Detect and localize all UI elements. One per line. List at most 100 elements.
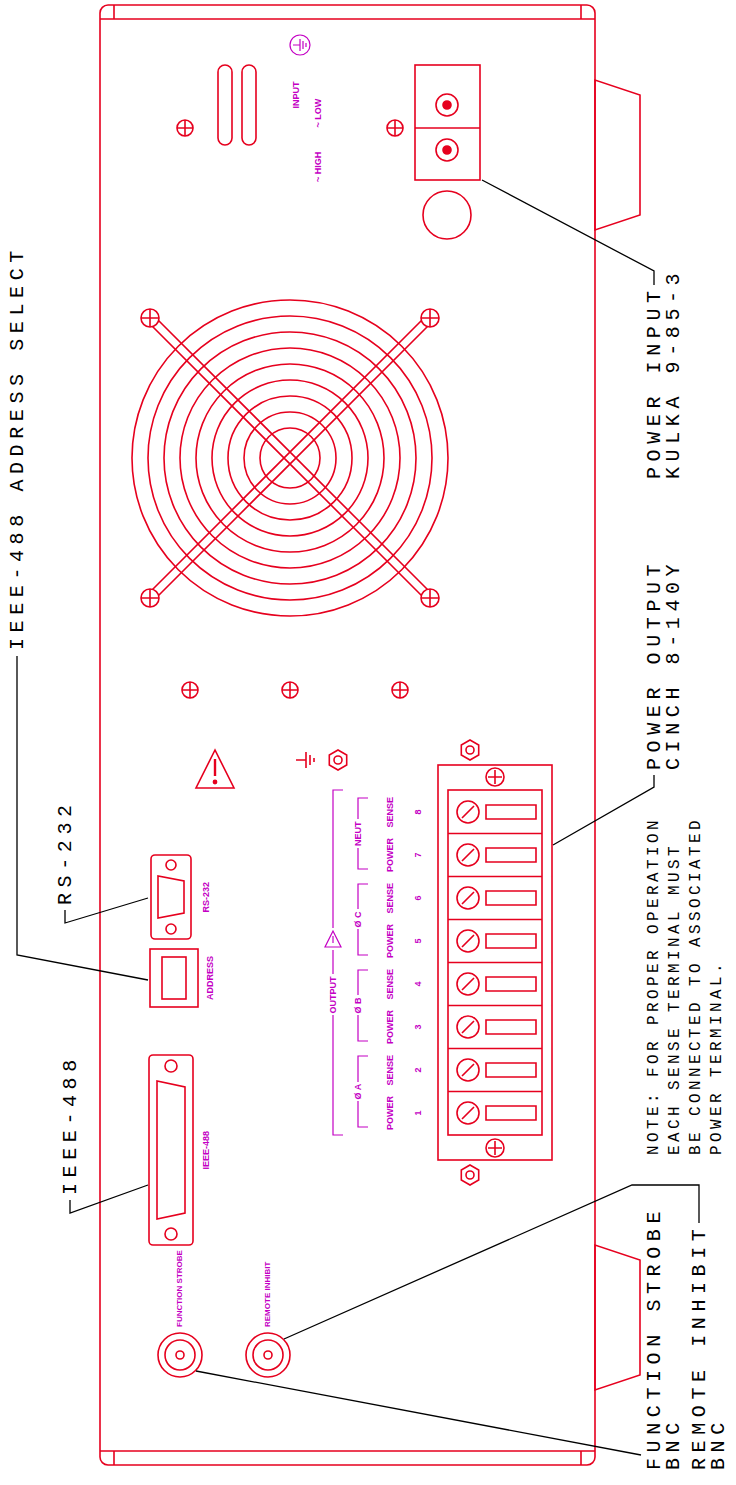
- leader-line: [284, 1185, 699, 1339]
- fan-guard: [132, 300, 448, 616]
- terminal-slot: [462, 806, 474, 1119]
- connector-screw: [165, 1228, 177, 1240]
- callout-label: IEEE-488 ADDRESS SELECT: [8, 245, 27, 650]
- terminal-label: ~ HIGH: [313, 152, 324, 182]
- ieee488-connector: [157, 1081, 185, 1219]
- fan-guard: [212, 380, 368, 536]
- fan-guard: [164, 332, 416, 584]
- terminal-strip: [448, 790, 542, 1135]
- panel-screw: [282, 682, 298, 698]
- fan-screw: [141, 309, 159, 327]
- callout-label: REMOTE INHIBIT BNC: [690, 1200, 728, 1470]
- pin-number: 4: [413, 981, 424, 986]
- connector-label: FUNCTION STROBE: [175, 1250, 185, 1327]
- terminal-label: POWER: [385, 1096, 396, 1130]
- input-terminal: [436, 94, 458, 116]
- warning-triangle: [196, 750, 234, 788]
- bnc-connector: [264, 1351, 272, 1359]
- panel-screw: [177, 120, 193, 136]
- pin-number: 3: [413, 1024, 424, 1029]
- fan-screw: [141, 589, 159, 607]
- ground-symbol: [290, 35, 310, 55]
- ground-symbol: [296, 752, 314, 768]
- ground-stud: [334, 756, 342, 764]
- phase-label: NEUT: [353, 820, 364, 849]
- panel-foot: [595, 1245, 640, 1390]
- terminal-label: SENSE: [385, 883, 396, 914]
- pin-number: 7: [413, 852, 424, 857]
- fan-screw: [421, 309, 439, 327]
- terminal-label: POWER: [385, 1010, 396, 1044]
- warning-triangle: [213, 780, 216, 783]
- vent-slot: [218, 65, 232, 145]
- symbol-patch: [323, 928, 343, 950]
- hex-nut: [461, 740, 478, 760]
- ground-symbol: [293, 39, 306, 51]
- ieee488-connector: [149, 1055, 193, 1245]
- fan-screw: [141, 309, 159, 327]
- connector-screw: [166, 860, 176, 870]
- rs232-connector: [151, 855, 191, 939]
- address-switch: [162, 957, 186, 999]
- leader-line: [70, 1185, 148, 1213]
- group-label: OUTPUT: [328, 975, 339, 1016]
- warning-triangle: [214, 759, 216, 776]
- mounting-screw: [488, 1141, 502, 1155]
- fan-screw: [421, 589, 439, 607]
- fan-guard: [228, 396, 352, 520]
- terminal-label: INPUT: [291, 82, 302, 109]
- power-input-block: [415, 127, 480, 129]
- leader-line: [553, 775, 654, 845]
- cord-grip: [423, 191, 471, 239]
- panel-foot: [595, 80, 640, 230]
- warning-triangle: [325, 931, 341, 947]
- mounting-screw: [488, 770, 502, 784]
- pin-number: 5: [413, 938, 424, 943]
- hex-nut: [466, 1171, 474, 1179]
- mounting-screw: [486, 768, 504, 786]
- panel-screw: [392, 682, 408, 698]
- input-terminal: [443, 146, 451, 154]
- panel-screw: [392, 682, 408, 698]
- callout-label: RS-232: [56, 799, 75, 905]
- panel-screw: [177, 120, 193, 136]
- vent-slot: [242, 65, 256, 145]
- hex-nut: [461, 1165, 478, 1185]
- bnc-connector: [165, 1340, 195, 1370]
- mounting-screw: [486, 1139, 504, 1157]
- connector-label: RS-232: [201, 882, 212, 913]
- fan-guard: [196, 364, 384, 552]
- terminal-label: POWER: [385, 838, 396, 872]
- terminal-label: SENSE: [385, 969, 396, 1000]
- panel-screw: [282, 682, 298, 698]
- phase-label: Ø C: [353, 909, 364, 929]
- terminal-label: ~ LOW: [313, 99, 324, 128]
- bnc-connector: [253, 1340, 283, 1370]
- panel-screw: [182, 682, 198, 698]
- note-text: NOTE: FOR PROPER OPERATION EACH SENSE TE…: [644, 813, 728, 1155]
- fan-guard: [260, 428, 320, 488]
- input-terminal: [443, 101, 451, 109]
- bnc-connector: [158, 1333, 202, 1377]
- terminal-label: SENSE: [385, 797, 396, 828]
- pin-number: 8: [413, 809, 424, 814]
- connector-label: IEEE-488: [201, 1131, 212, 1170]
- callout-label: IEEE-488: [61, 1054, 80, 1195]
- pin-number: 1: [413, 1110, 424, 1115]
- terminal-tab: [486, 805, 536, 1120]
- panel-corner: [114, 5, 581, 1465]
- callout-label: POWER INPUT KULKA 9-85-3: [645, 263, 683, 479]
- warning-triangle: [332, 936, 333, 943]
- terminal-block: [438, 765, 552, 1160]
- callout-label: POWER OUTPUT CINCH 8-140Y: [645, 554, 683, 770]
- fan-grille-strut: [150, 318, 430, 598]
- terminal-barrier: [448, 834, 542, 1092]
- pin-number: 2: [413, 1067, 424, 1072]
- phase-label: Ø A: [353, 1082, 364, 1102]
- leader-line: [17, 656, 148, 980]
- panel-screw: [182, 682, 198, 698]
- panel-screw: [387, 120, 403, 136]
